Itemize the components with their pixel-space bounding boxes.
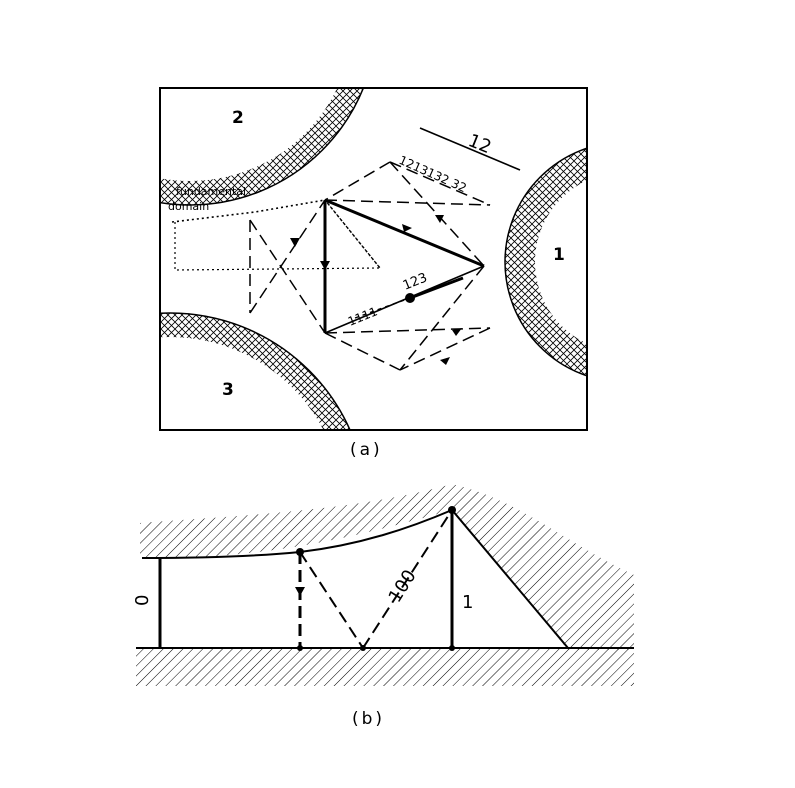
- orbit-line: [324, 332, 401, 371]
- orbit-100-label: 100: [385, 566, 421, 606]
- disk-3-edge: [160, 312, 351, 430]
- orbit-line: [324, 199, 491, 206]
- orbit-1111-label: 1111: [346, 304, 380, 328]
- fundamental-domain-top: [171, 199, 326, 223]
- orbit-line: [249, 219, 326, 334]
- arrow-icon: [452, 328, 462, 336]
- orbit-1111-line: [354, 297, 411, 319]
- orbit-point: [448, 506, 456, 514]
- region-1-label: 1: [553, 245, 565, 265]
- orbit-line: [389, 161, 491, 206]
- caption-a: (a): [350, 440, 383, 460]
- orbit-line: [399, 265, 485, 371]
- orbit-line: [324, 265, 485, 334]
- region-3-label: 3: [222, 380, 234, 400]
- arrow-icon: [320, 261, 330, 270]
- disk-2-edge: [160, 88, 365, 206]
- figure-a-frame: [159, 87, 588, 431]
- orbit-123: [320, 198, 485, 334]
- orbit-12-label: 12: [465, 130, 494, 158]
- disk-1-edge: [504, 147, 587, 377]
- arrow-icon: [402, 224, 412, 232]
- disk-1-boundary: [505, 148, 587, 376]
- arrow-icon: [435, 215, 444, 223]
- top-wall: [140, 484, 634, 650]
- orbit-1213-label: 1213132 32: [397, 153, 469, 195]
- caption-b: (b): [352, 709, 385, 729]
- disk-2-boundary: [160, 88, 364, 205]
- dashed-orbit-line: [362, 509, 453, 649]
- disk-3-boundary: [160, 313, 350, 430]
- orbit-line: [399, 327, 491, 371]
- orbit-point: [449, 645, 455, 651]
- arrow-icon: [295, 587, 305, 596]
- orbit-point: [296, 548, 304, 556]
- orbit-0-label: 0: [132, 595, 153, 606]
- orbit-line: [324, 198, 485, 268]
- arrow-icon: [290, 238, 300, 247]
- disks: [160, 88, 587, 430]
- domain-label: domain: [168, 200, 209, 213]
- fixed-point-dot: [405, 293, 415, 303]
- region-2-label: 2: [232, 108, 244, 128]
- arrow-icon: [440, 357, 450, 365]
- dashed-orbit-line: [299, 551, 364, 649]
- dashed-orbits: [249, 161, 491, 371]
- orbit-line: [389, 161, 485, 267]
- orbit-1-label: 1: [462, 592, 473, 613]
- orbit-line: [324, 327, 491, 334]
- orbit-12-line: [419, 127, 521, 171]
- orbit-line: [324, 161, 391, 201]
- fundamental-label: fundamental: [176, 185, 246, 198]
- figure-b: 0 1 100 (b): [132, 484, 634, 729]
- bottom-wall: [136, 648, 634, 686]
- fundamental-domain-outline: [174, 199, 382, 271]
- orbit-point: [297, 645, 303, 651]
- orbit-123-arrow: [409, 276, 464, 300]
- orbit-line: [249, 199, 326, 314]
- orbit-point: [360, 645, 366, 651]
